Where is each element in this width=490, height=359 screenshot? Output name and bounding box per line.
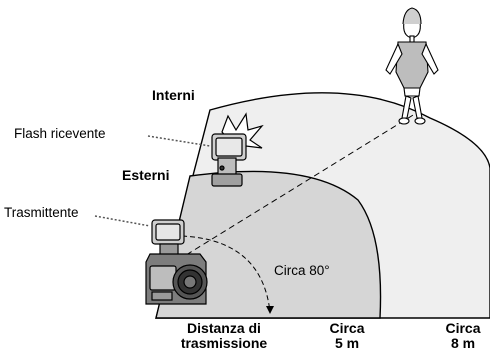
label-distanza-line1: Distanza di [187,320,261,336]
inner-range-zone [155,170,382,319]
label-circa-5m-line1: Circa [329,320,365,336]
label-interni: Interni [152,87,195,103]
direction-line-to-subject [177,111,419,261]
angle-arc [181,235,271,313]
label-circa-8m-line1: Circa [445,320,481,336]
label-circa-5m-line2: 5 m [334,335,360,352]
leader-trasmittente [94,215,151,227]
label-angle: Circa 80° [274,263,330,278]
leader-flash-ricevente [147,135,211,147]
label-distanza-trasmissione: Distanza di trasmissione [166,320,282,352]
label-esterni: Esterni [122,167,170,183]
camera-with-transmitter-icon [145,219,208,305]
label-distanza-line2: trasmissione [180,335,268,352]
label-circa-8m-line2: 8 m [450,335,476,352]
label-circa-5m: Circa 5 m [322,320,372,352]
label-circa-8m: Circa 8 m [438,320,488,352]
angle-arc-arrowhead [266,306,274,314]
woman-figure-icon [385,7,439,125]
receiver-flash-icon [211,112,264,187]
label-trasmittente: Trasmittente [4,205,79,220]
label-flash-ricevente: Flash ricevente [14,126,106,141]
